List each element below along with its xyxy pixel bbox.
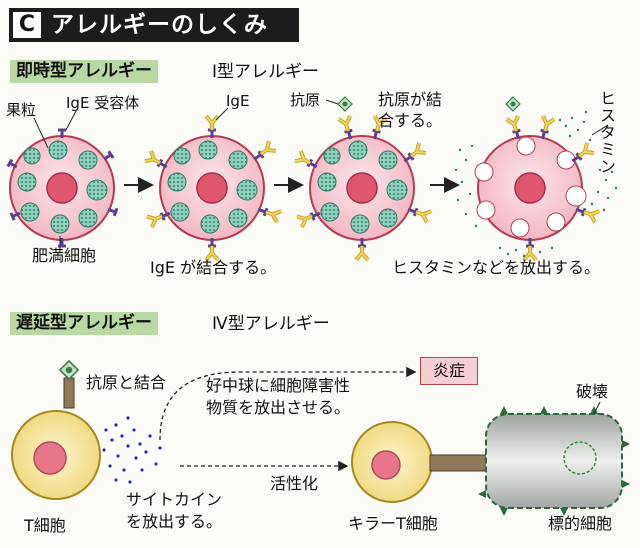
nucleus [46,172,78,204]
destruction-label: 破壊 [576,382,609,401]
mast-cell-label: 肥満細胞 [32,246,97,265]
neutrophil-line2: 物質を放出させる。 [206,398,351,417]
target-cell-label: 標的細胞 [548,514,613,533]
antigen-binds-line2: 合する。 [378,111,443,130]
type-1-label: Ⅰ型アレルギー [212,62,320,82]
killer-t-cell [351,421,491,503]
mast-cell-4-degranulated [474,96,602,262]
mast-cell-1 [6,128,119,248]
target-cell [478,406,630,516]
cytokine-line1: サイトカイン [126,490,223,509]
antigen-binds-line1: 抗原が結 [378,90,443,109]
histamine-release-caption: ヒスタミンなどを放出する。 [392,258,601,277]
mast-cell-3 [292,96,434,262]
activation-label: 活性化 [270,474,319,493]
granule-label: 果粒 [6,101,37,119]
antigen-bind-label: 抗原と結合 [86,373,167,392]
mast-cell-2 [142,114,284,262]
killer-t-cell-label: キラーT細胞 [348,514,438,533]
histamine-particles [454,110,618,258]
t-cell-label: T細胞 [24,516,66,535]
type-4-label: Ⅳ型アレルギー [212,314,330,334]
ige-receptor-label: IgE 受容体 [66,94,140,112]
t-cell [11,360,101,500]
section-letter: C [13,12,41,38]
inflammation-label: 炎症 [432,361,465,380]
cytokine-line2: を放出する。 [126,512,223,531]
ige-label: IgE [226,92,250,110]
immediate-band: 即時型アレルギー [10,60,158,83]
antigen-label: 抗原 [290,91,321,109]
inflammation-box: 炎症 [420,357,478,385]
delayed-band: 遅延型アレルギー [10,312,158,335]
histamine-label: ヒスタミン [597,90,616,175]
section-title-bar: C アレルギーのしくみ [9,8,299,42]
neutrophil-line1: 好中球に細胞障害性 [206,376,351,395]
section-title: アレルギーのしくみ [51,11,268,38]
ige-binds-caption: IgE が結合する。 [150,258,277,277]
cytokine-particles [102,416,162,484]
